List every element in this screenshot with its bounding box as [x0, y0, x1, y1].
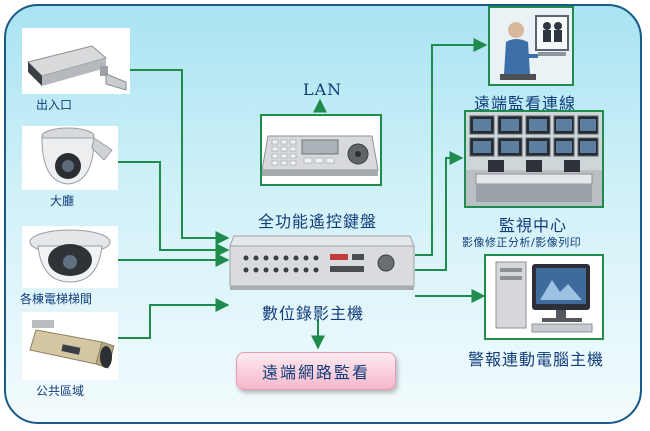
line-remote-view [415, 38, 488, 256]
keyboard-label: 全功能遙控鍵盤 [258, 212, 378, 231]
lobby-camera [22, 126, 118, 190]
alarm-pc-station [484, 254, 604, 340]
alarm-pc-label: 警報連動電腦主機 [468, 350, 605, 369]
monitor-wall-icon [466, 112, 602, 206]
elevator-label: 各棟電梯梯間 [20, 292, 93, 306]
line-public [118, 298, 230, 339]
entrance-label: 出入口 [36, 98, 73, 112]
ceiling-dome-icon [22, 226, 118, 288]
dome-camera-icon [22, 126, 118, 190]
bullet-camera-icon [22, 312, 118, 380]
elevator-camera [22, 226, 118, 288]
public-label: 公共區域 [36, 384, 85, 398]
lobby-label: 大廳 [50, 194, 75, 208]
dvr-recorder-icon [229, 235, 415, 290]
public-camera [22, 312, 118, 380]
line-monitor-center [415, 151, 464, 271]
monitor-center-sublabel: 影像修正分析/影像列印 [462, 236, 582, 249]
box-camera-icon [22, 28, 130, 94]
remote-user-icon [490, 8, 572, 84]
remote-view-label: 遠端監看連線 [474, 94, 577, 113]
line-lobby [118, 161, 230, 257]
keyboard-controller-icon [261, 116, 380, 184]
remote-view-station [488, 6, 574, 86]
dvr-label: 數位錄影主機 [262, 304, 365, 323]
monitor-center [464, 110, 604, 208]
lan-label: LAN [303, 80, 343, 99]
entrance-camera [22, 28, 130, 94]
keyboard-controller [260, 114, 382, 186]
remote-network-button[interactable]: 遠端網路監看 [236, 352, 396, 390]
alarm-pc-icon [486, 256, 602, 338]
line-entrance [130, 69, 230, 245]
monitor-center-label: 監視中心 [499, 216, 568, 235]
remote-network-label: 遠端網路監看 [261, 363, 370, 382]
dvr-recorder [226, 232, 416, 294]
